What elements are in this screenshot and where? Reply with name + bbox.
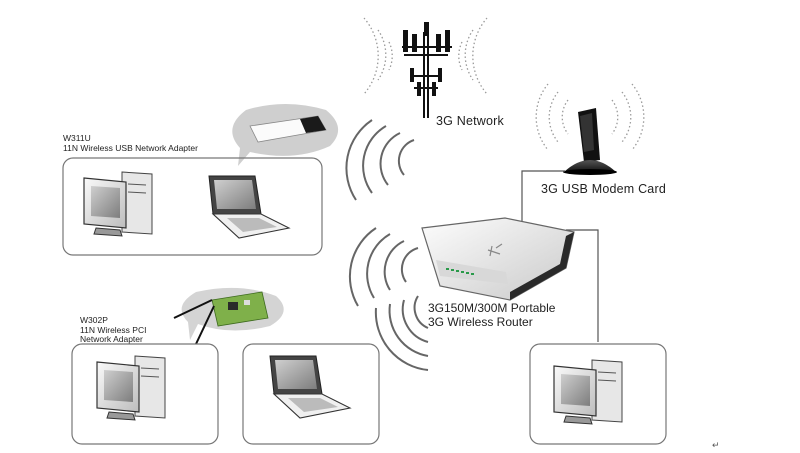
cell-tower-icon [363,17,488,118]
desktop-pc-icon [96,355,166,421]
pci-adapter-line1: 11N Wireless PCI [80,325,147,335]
router-label-line2: 3G Wireless Router [428,315,533,329]
desktop-pc-icon [83,171,153,237]
lan-client-box [529,343,667,445]
connector-lines [521,170,599,342]
usb-client-box [62,157,323,256]
desktop-pc-icon [553,359,623,425]
router-icon [421,217,575,301]
pci-adapter-line2: Network Adapter [80,334,143,344]
router-signal-waves [345,119,429,371]
page-mark: ↵ [712,440,720,450]
laptop-icon [208,175,291,239]
tower-label: 3G Network [436,114,504,128]
router-label-line1: 3G150M/300M Portable [428,301,556,315]
usb-modem-icon [535,83,645,175]
usb-adapter-description: 11N Wireless USB Network Adapter [63,143,198,153]
pci-card-icon [173,287,284,345]
pci-client-box [71,343,219,445]
pci-adapter-model: W302P [80,315,108,325]
laptop-client-box [242,343,380,445]
usb-adapter-model: W311U [63,133,91,143]
usb-adapter-icon [232,104,339,166]
laptop-icon [269,355,352,419]
modem-label: 3G USB Modem Card [541,182,666,196]
